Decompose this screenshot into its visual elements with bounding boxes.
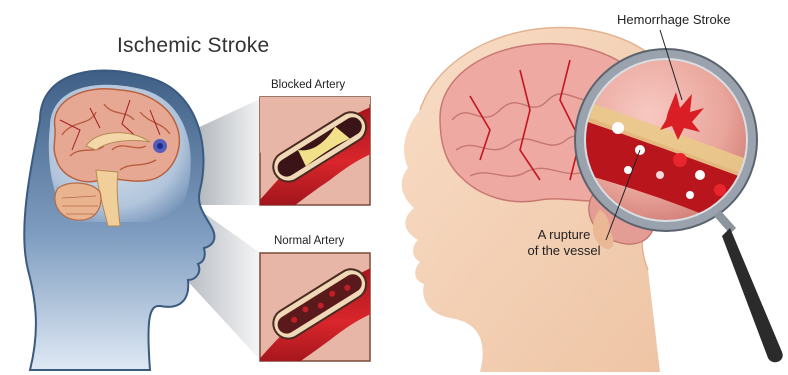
rupture-label: A rupture of the vessel [520, 227, 608, 259]
hemorrhage-stroke-title: Hemorrhage Stroke [617, 12, 730, 27]
ischemic-head [24, 71, 262, 370]
normal-artery-panel [250, 253, 380, 375]
normal-artery-label: Normal Artery [274, 235, 344, 247]
blocked-artery-label: Blocked Artery [271, 79, 345, 91]
rupture-label-line2: of the vessel [520, 243, 608, 259]
blocked-artery-panel [250, 80, 380, 220]
rupture-label-line1: A rupture [520, 227, 608, 243]
ischemic-stroke-title: Ischemic Stroke [117, 34, 269, 58]
